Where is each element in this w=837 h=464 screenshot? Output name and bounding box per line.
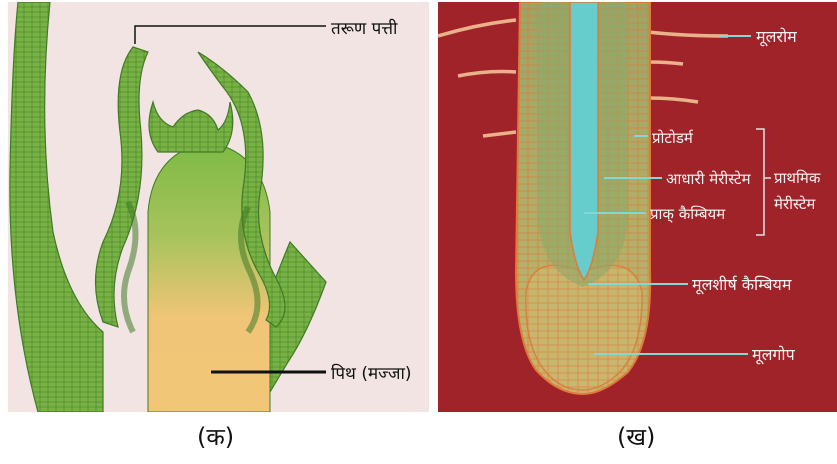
root-apex-panel: मूलरोम प्रोटोडर्म आधारी मेरीस्टेम प्राक्… — [438, 2, 837, 412]
shoot-apex-diagram: तरूण पत्ती पिथ (मज्जा) — [8, 2, 429, 412]
procambium-label: प्राक् कैम्बियम — [650, 205, 726, 223]
figure-b-caption: (ख) — [617, 420, 655, 453]
figure-a-caption: (क) — [197, 420, 234, 453]
root-apex-diagram: मूलरोम प्रोटोडर्म आधारी मेरीस्टेम प्राक्… — [438, 2, 837, 412]
protoderm-label: प्रोटोडर्म — [652, 129, 694, 147]
procambium-core — [570, 2, 598, 280]
ground-meristem-label: आधारी मेरीस्टेम — [666, 170, 752, 188]
root-cap-label: मूलगोप — [752, 345, 796, 365]
shoot-apex-panel: तरूण पत्ती पिथ (मज्जा) — [8, 2, 429, 412]
young-leaf-label: तरूण पत्ती — [331, 18, 398, 39]
root-hair-6 — [650, 62, 683, 64]
root-apex-cambium-label: मूलशीर्ष कैम्बियम — [692, 275, 792, 295]
primary-meristem-label-line1: प्राथमिक — [774, 169, 821, 187]
primary-meristem-label-line2: मेरीस्टेम — [774, 195, 816, 213]
root-hair-label: मूलरोम — [756, 27, 797, 47]
pith-label: पिथ (मज्जा) — [331, 363, 412, 384]
